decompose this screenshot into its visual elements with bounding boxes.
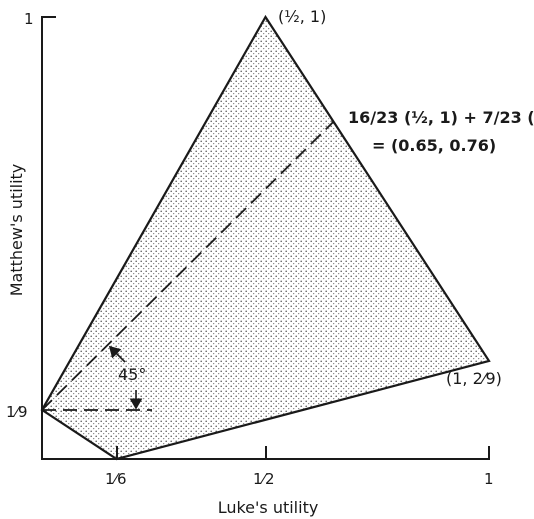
vertex-label-right: (1, 2⁄9) [446,369,502,388]
angle-label: 45° [118,365,146,384]
x-tick-label-sixth: 1⁄6 [105,470,127,488]
y-tick-label-ninth: 1⁄9 [6,403,28,421]
feasible-utility-region [42,17,489,459]
x-axis-title: Luke's utility [218,498,319,517]
angle-arrow-upper [108,345,126,363]
y-axis-title: Matthew's utility [7,164,26,297]
x-tick-label-1: 1 [484,470,494,488]
feasible-region-boundary [40,14,491,461]
y-tick-label-1: 1 [24,10,34,28]
vertex-label-top: (½, 1) [278,7,326,26]
convex-combination-result: = (0.65, 0.76) [372,136,496,155]
x-tick-label-half: 1⁄2 [253,470,275,488]
convex-combination-annotation: 16/23 (½, 1) + 7/23 (1, 2⁄9) [348,108,534,127]
diagonal-45-degree-dashed-line [41,121,335,411]
